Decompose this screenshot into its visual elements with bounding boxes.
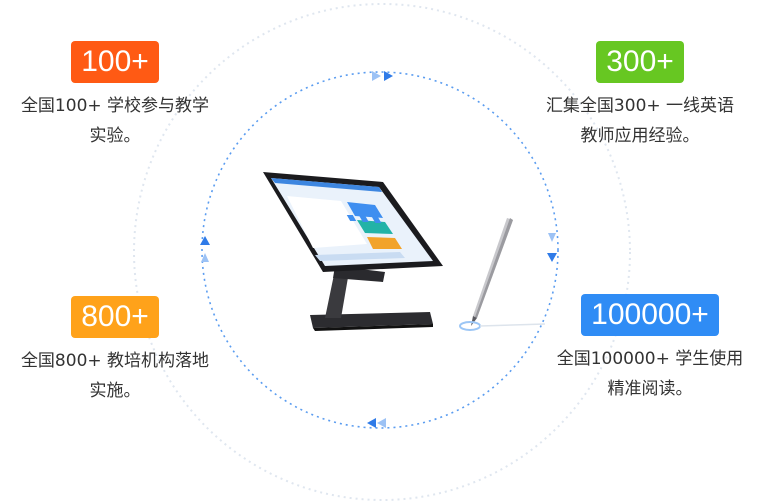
stat-card-teachers: 300+ 汇集全国300+ 一线英语 教师应用经验。 [525, 41, 755, 151]
arrow-icon [377, 418, 386, 428]
stat-badge-teachers: 300+ [596, 41, 684, 83]
stat-card-students: 100000+ 全国100000+ 学生使用 精准阅读。 [535, 294, 765, 404]
stat-desc-schools: 全国100+ 学校参与教学 实验。 [20, 96, 210, 146]
arrow-icon [372, 71, 381, 81]
outer-ring [133, 3, 631, 501]
arrow-icon [547, 253, 557, 262]
stat-desc-teachers: 汇集全国300+ 一线英语 教师应用经验。 [545, 96, 735, 146]
inner-ring [201, 71, 559, 429]
stat-badge-schools: 100+ [71, 41, 159, 83]
stat-desc-students: 全国100000+ 学生使用 精准阅读。 [556, 349, 744, 399]
arrow-icon [200, 236, 210, 245]
arrow-icon [367, 418, 376, 428]
arrow-icon [384, 71, 393, 81]
stat-card-schools: 100+ 全国100+ 学校参与教学 实验。 [0, 41, 230, 151]
arrow-icon [548, 233, 556, 242]
stat-badge-students: 100000+ [581, 294, 719, 336]
stat-desc-institutions: 全国800+ 教培机构落地 实施。 [20, 351, 210, 401]
tablet-stand-illustration [263, 172, 546, 331]
stat-badge-institutions: 800+ [71, 296, 159, 338]
stat-card-institutions: 800+ 全国800+ 教培机构落地 实施。 [0, 296, 230, 406]
arrow-icon [201, 253, 209, 262]
